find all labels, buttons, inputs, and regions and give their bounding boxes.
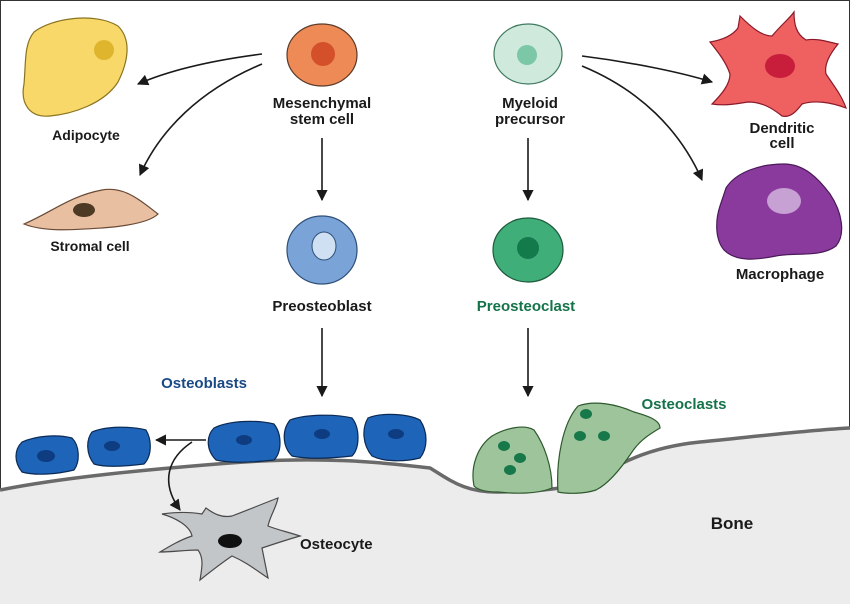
- mesenchymal-label-line1: Mesenchymal: [273, 95, 371, 112]
- osteoclast-group: [472, 402, 661, 494]
- osteoblast-cell-2: [87, 426, 151, 467]
- dendritic-label-line2: cell: [769, 135, 794, 152]
- osteoblast-row: [15, 413, 427, 475]
- lineage-arrows: [136, 53, 714, 511]
- preosteoblast-cell: [286, 215, 358, 285]
- preosteoblast-label: Preosteoblast: [272, 298, 371, 315]
- preosteoclast-cell: [492, 217, 564, 283]
- osteoblast-cell-5: [363, 413, 427, 462]
- osteoblast-cell-1: [15, 435, 79, 475]
- myeloid-label-line2: precursor: [495, 111, 565, 128]
- macrophage-label: Macrophage: [736, 266, 824, 283]
- myeloid-precursor-cell: [493, 23, 563, 85]
- preosteoclast-label: Preosteoclast: [477, 298, 575, 315]
- mesenchymal-stem-cell: [286, 23, 358, 87]
- adipocyte-cell: [22, 17, 128, 117]
- osteoblast-cell-4: [283, 414, 359, 459]
- adipocyte-label: Adipocyte: [52, 127, 120, 143]
- stromal-cell: [22, 188, 159, 231]
- osteocyte-label: Osteocyte: [300, 536, 373, 553]
- bone-surface: [0, 426, 850, 494]
- osteoblast-cell-3: [207, 420, 281, 463]
- mesenchymal-label-line2: stem cell: [290, 111, 354, 128]
- osteoclasts-label: Osteoclasts: [641, 396, 726, 413]
- bone-label: Bone: [711, 514, 754, 533]
- osteoclast-cell-1: [472, 426, 553, 494]
- dendritic-cell: [708, 10, 847, 117]
- osteoclast-cell-2: [557, 402, 661, 494]
- myeloid-label-line1: Myeloid: [502, 95, 558, 112]
- osteoblasts-label: Osteoblasts: [161, 375, 247, 392]
- macrophage-cell: [716, 163, 843, 260]
- osteocyte-cell: [157, 497, 303, 582]
- dendritic-label-line1: Dendritic: [749, 120, 814, 137]
- stromal-label: Stromal cell: [50, 238, 129, 254]
